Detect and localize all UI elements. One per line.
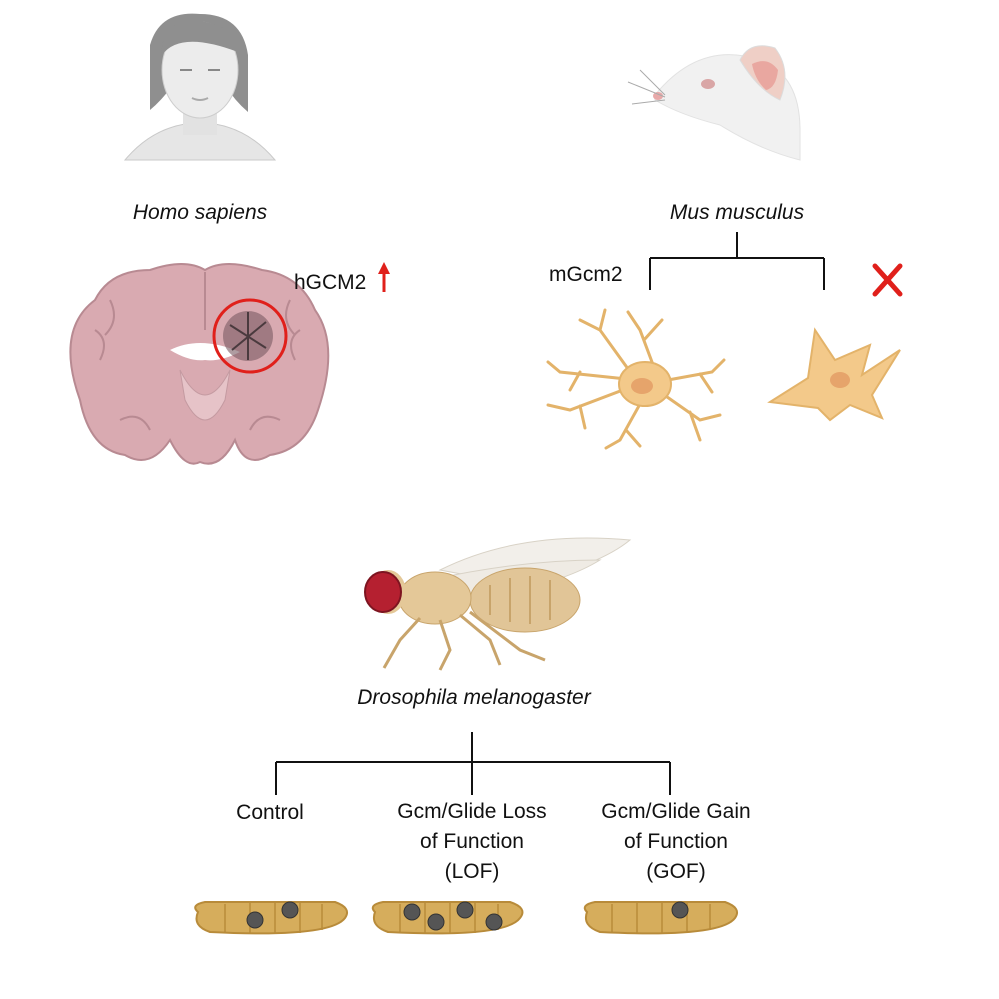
gene-label-human: hGCM2 — [294, 271, 367, 294]
astrocyte-knockout — [767, 327, 901, 422]
condition-label-gof: Gcm/Glide Gain of Function (GOF) — [601, 797, 750, 887]
lof-line-3: (LOF) — [444, 860, 500, 883]
brain-illustration — [69, 263, 330, 465]
fly-illustration — [364, 537, 632, 671]
gene-label-mouse-wt: mGcm2 — [549, 263, 623, 286]
knockout-x-icon — [872, 263, 903, 297]
condition-label-lof: Gcm/Glide Loss of Function (LOF) — [397, 797, 546, 887]
larva-gof — [583, 901, 738, 935]
up-arrow-icon — [378, 262, 390, 292]
fly-tree-lines — [275, 732, 671, 795]
species-label-human: Homo sapiens — [132, 201, 268, 224]
lof-line-2: of Function — [420, 830, 524, 853]
lof-line-1: Gcm/Glide Loss — [397, 800, 547, 823]
human-illustration — [123, 13, 277, 161]
larva-control — [194, 901, 348, 935]
mouse-illustration — [627, 45, 801, 161]
astrocyte-wildtype — [546, 308, 726, 450]
gof-line-1: Gcm/Glide Gain — [601, 800, 751, 823]
gof-line-2: of Function — [624, 830, 728, 853]
condition-label-control: Control — [236, 801, 304, 824]
gof-line-3: (GOF) — [646, 860, 706, 883]
species-label-mouse: Mus musculus — [669, 201, 805, 224]
mouse-tree-lines — [649, 232, 825, 290]
larva-lof — [371, 901, 524, 935]
species-label-fly: Drosophila melanogaster — [357, 686, 591, 709]
